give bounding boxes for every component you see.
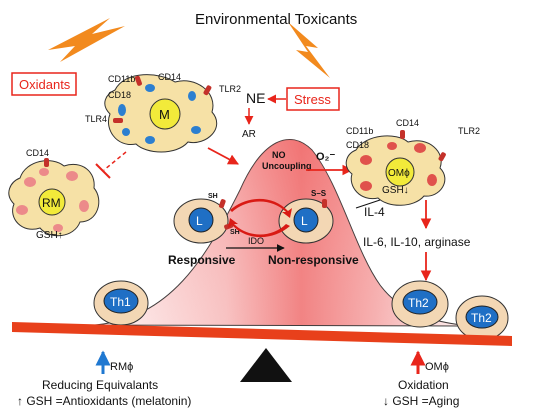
ar-label: AR [242,129,256,140]
stress-box [286,87,340,111]
rm-gsh: GSH↑ [36,230,63,241]
om-marker-cd14: CD14 [396,118,419,128]
macrophage-cell: M [104,74,218,153]
oxidants-box [11,72,77,96]
uncoupling-label: Uncoupling [262,161,312,171]
rm-label: RM [42,196,61,210]
stress-label: Stress [294,92,331,107]
om-label: OMϕ [388,168,410,179]
m-marker-cd18: CD18 [108,90,131,100]
ido-label: IDO [248,236,264,246]
om-marker-cd18: CD18 [346,140,369,150]
om-marker-cd11b: CD11b [346,126,373,136]
bottom-right-line2: ↓ GSH =Aging [383,394,459,408]
m-to-no-arrow [207,147,239,165]
lymph-responsive-label: L [196,214,203,228]
m-label: M [159,107,170,122]
il4-label: IL-4 [364,205,385,219]
rm-nucleus [38,188,66,216]
lymphocyte-responsive: L [173,198,229,244]
om-marker-tlr2: TLR2 [458,126,480,136]
m-nucleus [149,98,181,130]
bottom-left-line2: ↑ GSH =Antioxidants (melatonin) [17,394,191,408]
th2-cell-2: Th2 [455,295,509,341]
th2-label-1: Th2 [408,296,429,310]
th1-cell: Th1 [93,280,149,326]
bottom-right-line1: Oxidation [398,378,449,392]
om-cell: OMϕ [345,130,446,206]
balance-beam [12,322,512,346]
sh-label-top: SH [208,193,218,200]
title: Environmental Toxicants [195,11,357,28]
th2-label-2: Th2 [471,311,492,325]
redox-swirl-icon [230,198,292,218]
rm-cell: RM [8,158,100,237]
inhibit-line [103,151,127,171]
lightning-left-icon [48,18,125,62]
nonresponsive-label: Non-responsive [268,253,359,267]
lymph-nonresponsive-label: L [301,214,308,228]
m-marker-cd11b: CD11b [108,74,135,84]
lightning-right-icon [288,22,330,78]
om-gsh: GSH↓ [382,185,409,196]
th1-label: Th1 [110,295,131,309]
responsive-label: Responsive [168,253,236,267]
ss-label: S–S [311,189,327,198]
m-marker-tlr4: TLR4 [85,114,107,124]
om-nucleus [385,157,415,187]
cytokines-label: IL-6, IL-10, arginase [363,235,471,249]
superoxide-label: O₂⁻ [316,151,335,163]
bottom-left-cell: RMϕ [110,361,133,373]
lymphocyte-nonresponsive: L [278,198,334,244]
bottom-left-line1: Reducing Equivalants [42,378,158,392]
th2-cell-1: Th2 [391,280,449,328]
rm-marker-cd14: CD14 [26,148,49,158]
ne-label: NE [246,90,265,106]
m-marker-cd14: CD14 [158,72,181,82]
m-marker-tlr2: TLR2 [219,84,241,94]
sh-label-side: SH [230,229,240,236]
bottom-right-cell: OMϕ [425,361,449,373]
no-label: NO [272,150,286,160]
oxidants-label: Oxidants [19,77,71,92]
fulcrum [240,348,292,382]
il4-arrow [355,199,381,209]
